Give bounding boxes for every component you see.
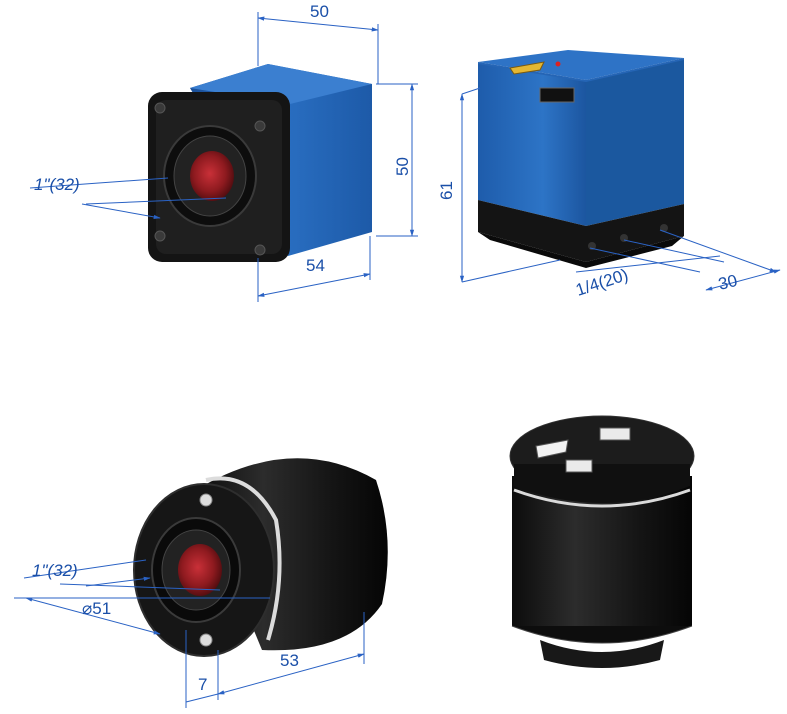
camera-b-blue-body <box>478 64 586 226</box>
camera-b-dim-depth: 30 <box>716 271 739 294</box>
camera-c-ring <box>205 476 282 641</box>
camera-a-sensor <box>190 151 234 201</box>
camera-c: 1"(32) ⌀51 7 53 <box>14 458 388 708</box>
screw-icon <box>199 633 213 647</box>
screw-hole-icon <box>660 224 668 232</box>
screw-icon <box>199 493 213 507</box>
camera-b-dim-thread: 1/4(20) <box>573 265 630 300</box>
screw-icon <box>154 102 166 114</box>
camera-d-ring <box>513 488 691 508</box>
camera-b-black-base <box>478 200 684 262</box>
hdmi-port-icon <box>535 439 569 459</box>
screw-icon <box>154 230 166 242</box>
screw-icon <box>254 120 266 132</box>
camera-c-dim-diameter: ⌀51 <box>82 599 111 618</box>
usb-port-icon <box>599 427 631 441</box>
camera-a-dim-depth: 54 <box>306 256 325 275</box>
camera-a-dim-lens-mount: 1"(32) <box>34 175 80 194</box>
sd-slot-icon <box>565 459 593 473</box>
screw-icon <box>254 244 266 256</box>
led-indicator-icon <box>555 61 561 67</box>
camera-d <box>509 415 695 668</box>
sd-slot-icon <box>539 87 575 103</box>
camera-a-dim-width: 50 <box>310 2 329 21</box>
camera-a-dim-height: 50 <box>393 157 412 176</box>
camera-c-dim-flange: 7 <box>198 675 207 694</box>
camera-b-top-face <box>478 50 684 80</box>
hdmi-port-icon <box>509 61 545 75</box>
camera-b: 61 1/4(20) 30 <box>437 50 781 300</box>
camera-b-dim-height: 61 <box>437 181 456 200</box>
camera-c-dim-lens-mount: 1"(32) <box>32 561 78 580</box>
camera-c-dim-length: 53 <box>280 651 299 670</box>
camera-a: 50 50 54 1"(32) <box>29 2 418 302</box>
camera-c-sensor <box>178 544 222 596</box>
